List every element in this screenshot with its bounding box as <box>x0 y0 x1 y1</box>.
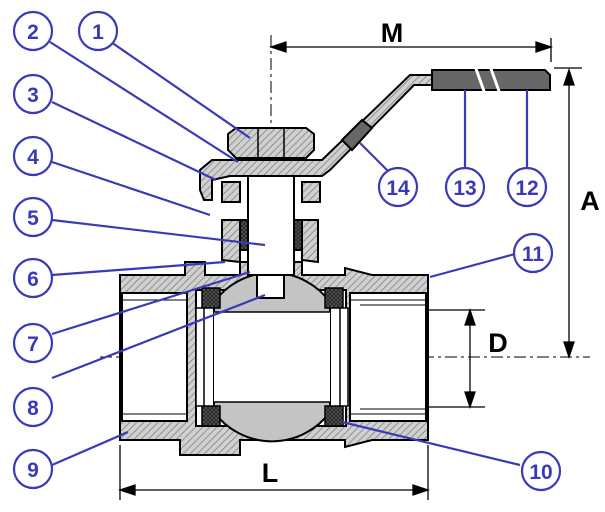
svg-text:10: 10 <box>529 461 552 484</box>
seats <box>195 287 349 427</box>
callouts: 1 2 3 4 5 6 7 8 9 10 11 12 13 14 <box>12 10 562 492</box>
callout-14: 14 <box>377 166 419 208</box>
dimension-lines <box>117 38 582 500</box>
dimension-l-label: L <box>262 458 279 488</box>
ball <box>213 271 331 443</box>
callout-6: 6 <box>12 257 54 299</box>
svg-text:12: 12 <box>515 177 538 200</box>
svg-text:3: 3 <box>27 84 39 107</box>
svg-text:4: 4 <box>27 146 39 169</box>
svg-text:11: 11 <box>522 243 545 266</box>
svg-text:7: 7 <box>27 333 39 356</box>
dimension-d-label: D <box>488 328 508 358</box>
callout-8: 8 <box>12 386 54 428</box>
dimension-a-label: A <box>580 186 600 216</box>
svg-text:13: 13 <box>453 177 476 200</box>
callout-3: 3 <box>12 73 54 115</box>
handle <box>199 65 551 201</box>
callout-5: 5 <box>12 196 54 238</box>
stem <box>221 127 321 276</box>
callout-4: 4 <box>12 135 54 177</box>
dimension-m-label: M <box>381 18 404 48</box>
callout-9: 9 <box>12 448 54 490</box>
svg-text:8: 8 <box>27 397 39 420</box>
callout-12: 12 <box>506 166 548 208</box>
callout-10: 10 <box>520 450 562 492</box>
svg-text:14: 14 <box>386 177 410 200</box>
callout-1: 1 <box>77 10 119 52</box>
callout-13: 13 <box>444 166 486 208</box>
svg-text:1: 1 <box>92 21 104 44</box>
svg-text:5: 5 <box>27 207 39 230</box>
svg-text:9: 9 <box>27 459 39 482</box>
svg-text:2: 2 <box>27 21 39 44</box>
callout-7: 7 <box>12 322 54 364</box>
leader-lines <box>49 41 529 467</box>
svg-text:6: 6 <box>27 268 39 291</box>
callout-11: 11 <box>512 232 554 274</box>
callout-2: 2 <box>12 10 54 52</box>
